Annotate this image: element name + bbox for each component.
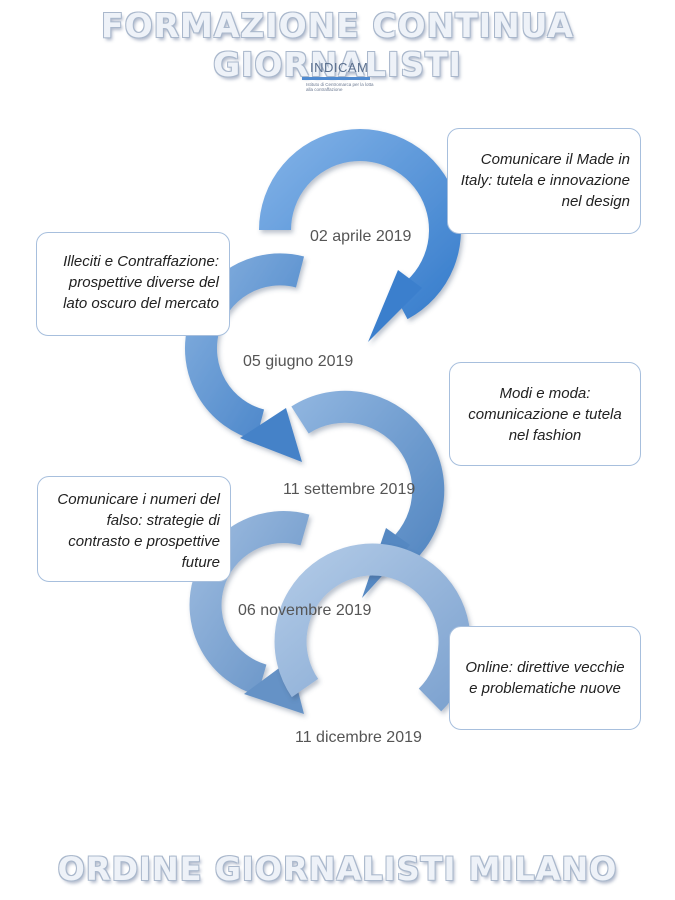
topic-box-4: Comunicare i numeri del falso: strategie…: [37, 476, 231, 582]
arrow-1: [259, 129, 461, 342]
topic-box-2: Illeciti e Contraffazione: prospettive d…: [36, 232, 230, 336]
topic-box-5: Online: direttive vecchie e problematich…: [449, 626, 641, 730]
date-1: 02 aprile 2019: [310, 228, 412, 245]
topic-text-2: Illeciti e Contraffazione: prospettive d…: [63, 253, 219, 312]
date-4: 06 novembre 2019: [238, 602, 372, 619]
logo-name: INDICAM: [310, 60, 369, 75]
topic-text-1: Comunicare il Made in Italy: tutela e in…: [460, 151, 630, 210]
arrowhead-1: [368, 270, 422, 342]
topic-text-4: Comunicare i numeri del falso: strategie…: [57, 491, 220, 571]
indicam-logo: INDICAM Istituto di Centromarca per la l…: [290, 60, 380, 92]
topic-box-3: Modi e moda: comunicazione e tutela nel …: [449, 362, 641, 466]
topic-box-1: Comunicare il Made in Italy: tutela e in…: [447, 128, 641, 234]
date-3: 11 settembre 2019: [283, 481, 416, 498]
date-2: 05 giugno 2019: [243, 353, 354, 370]
date-5: 11 dicembre 2019: [295, 729, 422, 746]
logo-bar: [302, 77, 370, 80]
topic-text-3: Modi e moda: comunicazione e tutela nel …: [468, 385, 622, 444]
footer-title: ORDINE GIORNALISTI MILANO: [57, 850, 618, 888]
header-title: FORMAZIONE CONTINUA GIORNALISTI: [101, 6, 574, 84]
arrowhead-2: [240, 408, 302, 462]
logo-subtitle: Istituto di Centromarca per la lotta all…: [306, 82, 374, 92]
topic-text-5: Online: direttive vecchie e problematich…: [465, 659, 625, 697]
